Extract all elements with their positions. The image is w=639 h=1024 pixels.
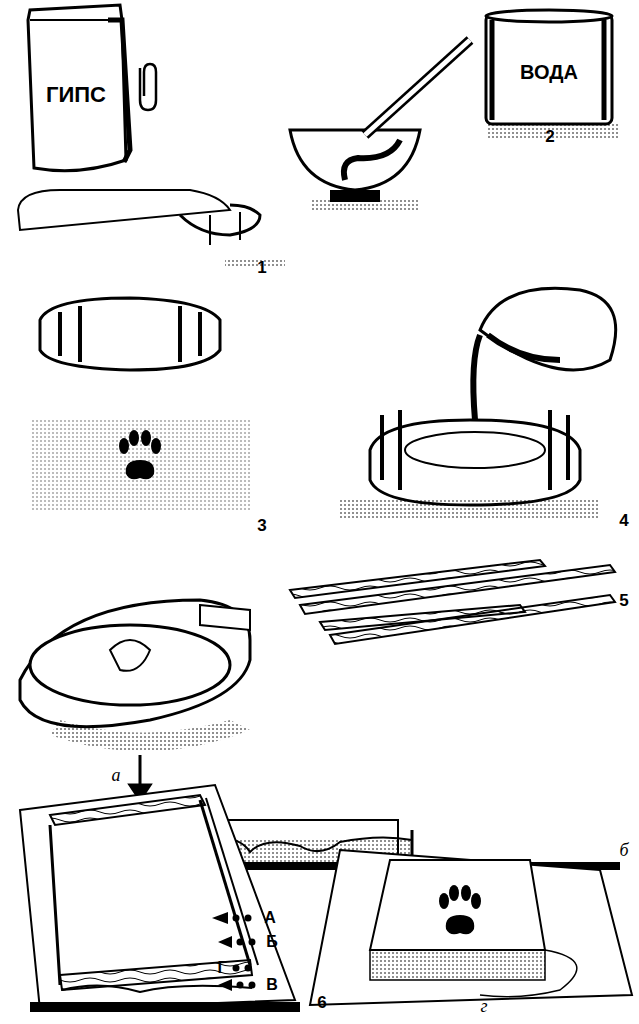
panel-letter: б — [619, 841, 628, 859]
step-number: 6 — [317, 994, 326, 1011]
step-number: 3 — [257, 517, 266, 534]
callout-letter: Г — [217, 960, 226, 976]
product-label: ВОДА — [520, 62, 578, 82]
callout-letter: А — [264, 910, 276, 926]
callout-letter: Б — [266, 934, 278, 950]
step-number: 4 — [619, 512, 628, 529]
step-number: 2 — [545, 128, 554, 145]
step-number: 1 — [257, 259, 266, 276]
step-number: 5 — [619, 592, 628, 609]
callout-letter: В — [266, 977, 278, 993]
panel-letter: в — [218, 997, 226, 1015]
product-label: ГИПС — [46, 84, 106, 106]
panel-letter: а — [112, 766, 121, 784]
panel-letter: г — [480, 997, 487, 1015]
